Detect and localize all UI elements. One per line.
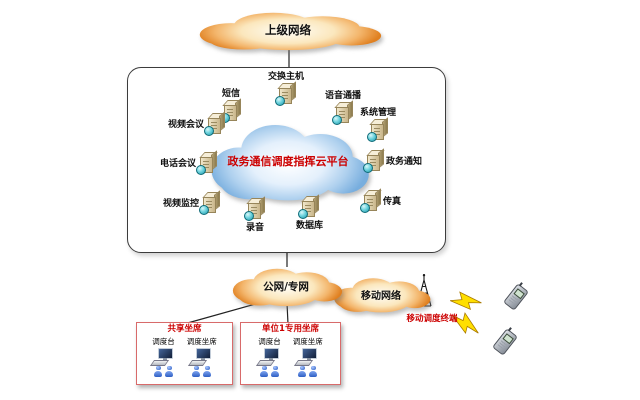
server-label: 传真	[383, 197, 402, 207]
mobile-network-label: 移动网络	[361, 290, 401, 302]
console-group: 调度台 调度坐席	[149, 336, 217, 378]
superior-network-cloud: 上级网络	[190, 7, 386, 53]
server-label: 政务通知	[386, 157, 423, 167]
globe-icon	[360, 203, 370, 213]
server-label: 交换主机	[268, 72, 305, 82]
server-node-voice-broadcast: 语音通播	[325, 88, 362, 125]
server-icon	[199, 190, 221, 215]
operators	[260, 365, 280, 378]
cloud-shape	[211, 125, 369, 201]
person-icon	[271, 365, 280, 378]
server-node-fax: 传真	[360, 188, 402, 213]
console-label: 调度台	[258, 336, 281, 346]
server-node-phone-conference: 电话会议	[160, 150, 218, 175]
globe-icon	[331, 115, 342, 125]
console-dispatch-desk: 调度台	[255, 336, 281, 378]
globe-icon	[204, 126, 215, 136]
globe-icon	[363, 163, 373, 173]
server-label: 视频监控	[163, 199, 200, 209]
server-label: 电话会议	[160, 159, 197, 169]
public-private-network-label: 公网/专网	[263, 280, 309, 293]
server-label: 视频会议	[168, 120, 205, 130]
server-node-system-management: 系统管理	[360, 105, 397, 142]
phone-antenna	[518, 282, 523, 287]
server-icon	[298, 194, 320, 219]
console-dispatch-desk: 调度台	[149, 336, 175, 378]
server-icon	[274, 81, 296, 106]
server-icon	[360, 188, 382, 213]
operators	[192, 365, 212, 378]
cloud-shape	[199, 12, 382, 51]
shared-seats-box: 共享坐席 调度台 调度坐席	[136, 322, 233, 385]
operators	[298, 365, 318, 378]
workstation-icon	[149, 347, 175, 366]
console-label: 调度坐席	[292, 336, 323, 346]
server-label: 录音	[246, 223, 265, 233]
globe-icon	[366, 132, 377, 142]
console-label: 调度坐席	[186, 336, 217, 346]
server-node-exchange-host: 交换主机	[268, 69, 305, 106]
person-icon	[260, 365, 269, 378]
server-node-recording: 录音	[243, 196, 265, 233]
platform-cloud-label: 政务通信调度指挥云平台	[227, 155, 349, 168]
public-private-network-cloud: 公网/专网	[227, 263, 345, 309]
server-node-database: 数据库	[296, 194, 324, 231]
server-icon	[196, 150, 218, 175]
console-dispatch-seat: 调度坐席	[187, 336, 217, 378]
person-icon	[298, 365, 307, 378]
server-icon	[366, 117, 388, 142]
server-icon	[243, 196, 265, 221]
server-node-gov-notice: 政务通知	[363, 148, 423, 173]
server-node-video-surveillance: 视频监控	[163, 190, 221, 215]
globe-icon	[243, 211, 254, 221]
person-icon	[154, 365, 163, 378]
server-label: 系统管理	[360, 108, 397, 118]
operators	[154, 365, 174, 378]
workstation-icon	[187, 347, 213, 366]
server-icon	[331, 100, 353, 125]
unit1-seats-box: 单位1专用坐席 调度台 调度坐席	[240, 322, 341, 385]
mobile-terminal-label: 移动调度终端	[406, 314, 458, 324]
server-icon	[363, 148, 385, 173]
globe-icon	[196, 165, 207, 175]
server-node-video-conference: 视频会议	[168, 111, 226, 136]
person-icon	[203, 365, 212, 378]
platform-cloud: 政务通信调度指挥云平台	[203, 116, 373, 206]
shared-seats-title: 共享坐席	[167, 324, 202, 334]
mobile-phone-icon	[503, 282, 529, 311]
mobile-phone-icon	[492, 327, 518, 356]
unit1-seats-title: 单位1专用坐席	[262, 324, 319, 334]
person-icon	[165, 365, 174, 378]
workstation-icon	[293, 347, 319, 366]
console-dispatch-seat: 调度坐席	[293, 336, 323, 378]
server-label: 语音通播	[325, 91, 362, 101]
console-group: 调度台 调度坐席	[255, 336, 323, 378]
globe-icon	[199, 205, 210, 215]
superior-network-label: 上级网络	[265, 23, 311, 37]
person-icon	[192, 365, 201, 378]
server-label: 数据库	[296, 221, 324, 231]
workstation-icon	[255, 347, 281, 366]
server-icon	[204, 111, 226, 136]
phone-antenna	[507, 327, 512, 332]
globe-icon	[298, 209, 308, 219]
server-label: 短信	[222, 89, 241, 99]
lightning-bolt-icon	[450, 291, 482, 310]
console-label: 调度台	[152, 336, 175, 346]
globe-icon	[274, 96, 285, 106]
person-icon	[309, 365, 318, 378]
cloud-shape	[232, 268, 343, 307]
server-icon	[219, 98, 241, 123]
